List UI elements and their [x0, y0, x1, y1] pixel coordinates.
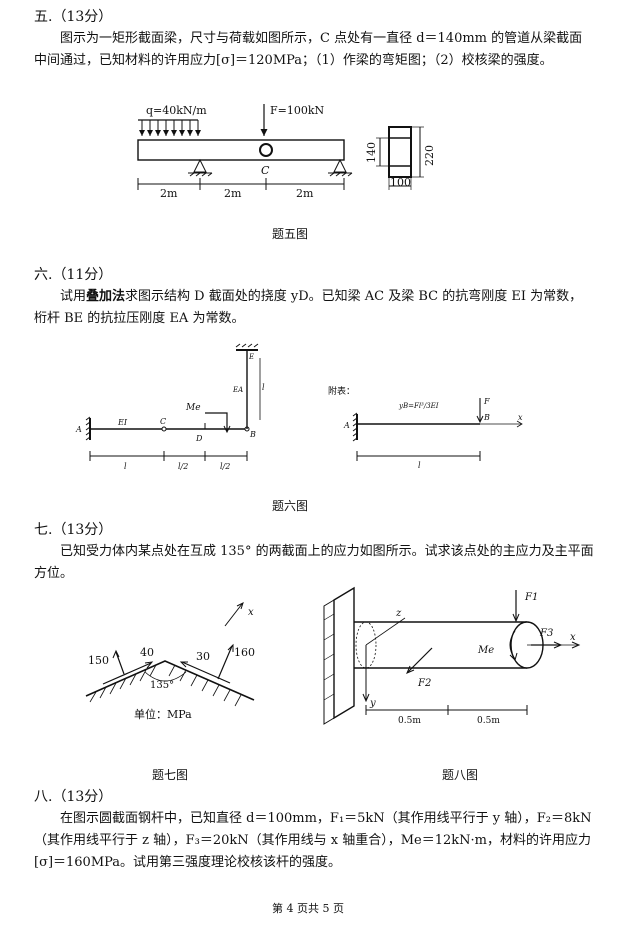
q6-label-ea: EA — [232, 386, 243, 394]
q7-body: 已知受力体内某点处在互成 135° 的两截面上的应力如图所示。试求该点处的主应力… — [34, 544, 594, 581]
q5-dim-2: 2m — [224, 187, 242, 200]
q7-caption: 题七图 — [152, 768, 189, 782]
q8-x-label: x — [570, 632, 576, 643]
q6-caption: 题六图 — [272, 499, 309, 513]
q6-label-b: B — [249, 430, 256, 439]
q7-angle: 135° — [150, 680, 174, 691]
q6-label-l-rod: l — [262, 383, 265, 392]
q6-label-b2: B — [483, 413, 490, 422]
q6-dim-1: l — [124, 462, 127, 471]
q6-title: 六.（11分） — [34, 267, 113, 283]
q6-label-x: x — [518, 413, 523, 422]
q5-caption: 题五图 — [272, 227, 309, 241]
q6-dim-3: l/2 — [220, 462, 230, 471]
q8-caption: 题八图 — [442, 768, 479, 782]
q6-label-e: E — [248, 353, 254, 361]
q7-val-160: 160 — [234, 646, 255, 659]
q6-appendix-label: 附表： — [328, 385, 355, 397]
q6-label-me: Me — [185, 403, 201, 413]
q8-z-label: z — [395, 608, 402, 619]
q7-unit: 单位：MPa — [134, 707, 192, 721]
q8-f2-label: F2 — [417, 678, 431, 689]
q6-label-l2: l — [418, 461, 421, 470]
q7-val-40: 40 — [140, 646, 154, 659]
q5-title: 五.（13分） — [34, 9, 113, 25]
q5-body: 图示为一矩形截面梁，尺寸与荷载如图所示，C 点处有一直径 d＝140mm 的管道… — [34, 31, 583, 68]
q5-h-outer: 220 — [423, 145, 436, 166]
q6-label-c: C — [160, 417, 166, 426]
q6-dim-2: l/2 — [178, 462, 188, 471]
q6-label-ei: EI — [117, 418, 128, 427]
q5-dim-3: 2m — [296, 187, 314, 200]
q8-me-label: Me — [477, 645, 494, 656]
q6-label-a: A — [75, 425, 82, 434]
q6-formula: yB=Fl³/3EI — [398, 402, 439, 410]
q8-body: 在图示圆截面钢杆中，已知直径 d＝100mm，F₁＝5kN（其作用线平行于 y … — [34, 811, 592, 870]
q6-label-f: F — [483, 397, 490, 406]
q8-y-label: y — [369, 698, 376, 709]
q6-label-d: D — [195, 434, 203, 443]
q8-dim-2: 0.5m — [477, 716, 500, 726]
q7-x-label: x — [248, 607, 254, 618]
q5-h-inner: 140 — [365, 142, 378, 163]
q8-dim-1: 0.5m — [398, 716, 421, 726]
q7-val-30: 30 — [196, 650, 210, 663]
q5-c-label: C — [261, 164, 270, 177]
page-footer: 第 4 页共 5 页 — [272, 902, 344, 915]
q7-val-150: 150 — [88, 654, 109, 667]
q8-f3-label: F3 — [539, 628, 553, 639]
q5-q-label: q=40kN/m — [146, 104, 207, 117]
q8-title: 八.（13分） — [34, 789, 113, 805]
q5-width: 100 — [390, 176, 411, 189]
q8-f1-label: F1 — [524, 592, 538, 603]
q6-body: 试用叠加法求图示结构 D 截面处的挠度 yD。已知梁 AC 及梁 BC 的抗弯刚… — [34, 289, 583, 326]
q5-f-label: F=100kN — [270, 104, 325, 117]
q6-label-a2: A — [343, 421, 350, 430]
q7-title: 七.（13分） — [34, 522, 113, 538]
q5-dim-1: 2m — [160, 187, 178, 200]
